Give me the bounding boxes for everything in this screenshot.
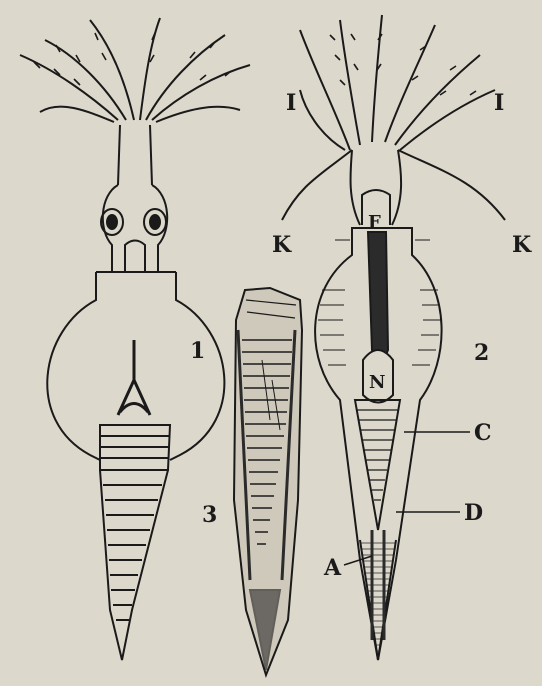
fig1-number: 1 [190,338,205,364]
fig1-arms [20,18,250,122]
figure-2-dissected [282,15,505,660]
label-F: F [368,212,381,233]
label-C: C [474,420,492,446]
fig1-ink-sac [118,340,150,415]
fig2-arms [282,15,505,220]
fig1-funnel [125,241,145,273]
label-K-left: K [272,232,292,258]
label-I-right: I [494,90,504,116]
fig1-mantle [47,272,224,460]
figure-3-fossil [234,288,302,675]
fig2-number: 2 [474,340,489,366]
label-D: D [464,500,483,526]
label-I-left: I [286,90,296,116]
figure-1-animal [20,18,250,660]
label-N: N [369,372,385,393]
fig2-tentacle-right [398,150,505,220]
fig3-number: 3 [202,502,217,528]
label-A: A [323,555,342,581]
fig1-neck [118,125,152,185]
fig1-phragmocone [100,425,170,660]
label-K-right: K [512,232,532,258]
fig2-tentacle-left [282,150,352,220]
